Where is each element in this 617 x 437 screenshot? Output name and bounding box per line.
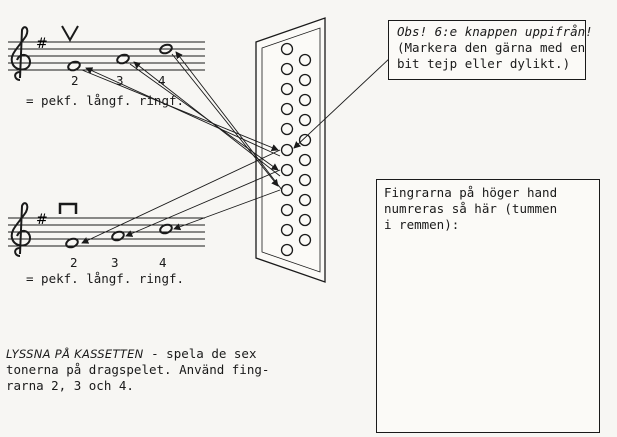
note-box-line2: (Markera den gärna med en xyxy=(397,40,586,55)
bow-mark-down xyxy=(58,202,78,214)
staff1-finger-2: 2 xyxy=(71,73,79,88)
sharp-sign: # xyxy=(36,36,48,52)
bottom-text-line1: LYSSNA PÅ KASSETTEN - spela de sex xyxy=(6,346,257,362)
treble-clef-icon xyxy=(10,26,32,81)
note-staff2-2 xyxy=(111,230,125,242)
bottom-text-line2: tonerna på dragspelet. Använd fing- xyxy=(6,362,270,377)
staff2-label: = pekf. långf. ringf. xyxy=(26,271,185,286)
note-staff1-3 xyxy=(159,43,173,55)
hand-box-line1: Fingrarna på höger hand xyxy=(384,185,558,200)
staff2-finger-3: 3 xyxy=(111,255,119,270)
note-staff2-3 xyxy=(159,223,173,235)
staff1-finger-3: 3 xyxy=(116,73,124,88)
bottom-heading: LYSSNA PÅ KASSETTEN xyxy=(6,347,144,361)
staff1-finger-4: 4 xyxy=(158,73,166,88)
bow-mark-up xyxy=(61,25,79,43)
staff2-finger-2: 2 xyxy=(70,255,78,270)
note-box xyxy=(388,20,586,80)
staff-2 xyxy=(8,217,205,247)
treble-clef-icon xyxy=(10,202,32,257)
note-staff1-1 xyxy=(67,60,81,72)
hand-box-line2: numreras så här (tummen xyxy=(384,201,558,216)
bottom-line1-rest: - spela de sex xyxy=(143,346,257,361)
bottom-text-line3: rarna 2, 3 och 4. xyxy=(6,378,134,393)
staff2-finger-4: 4 xyxy=(159,255,167,270)
hand-box-line3: i remmen): xyxy=(384,217,460,232)
accordion-buttons xyxy=(280,42,312,257)
note-box-line1: Obs! 6:e knappen uppifrån! xyxy=(397,24,593,39)
arrows xyxy=(81,51,391,244)
note-staff1-2 xyxy=(116,53,130,65)
note-box-line3: bit tejp eller dylikt.) xyxy=(397,56,571,71)
staff1-label: = pekf. långf. ringf. xyxy=(26,93,185,108)
hand-box xyxy=(376,179,600,433)
sharp-sign: # xyxy=(36,212,48,228)
note-staff2-1 xyxy=(65,237,79,249)
